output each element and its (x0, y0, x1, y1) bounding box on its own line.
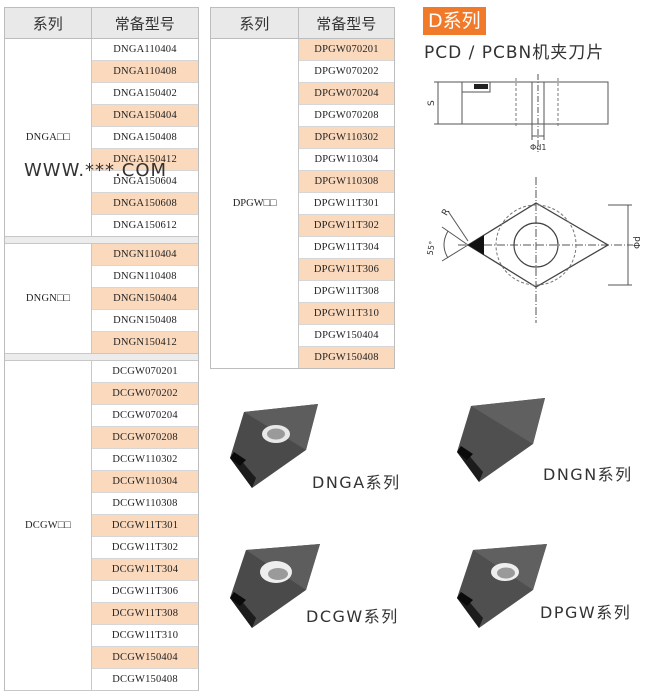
header-model: 常备型号 (316, 14, 377, 33)
insert-label-dpgw: DPGW系列 (540, 603, 632, 622)
model-cell: DNGA150612 (113, 220, 177, 231)
model-cell: DPGW11T301 (299, 193, 394, 215)
model-cell: DCGW150408 (112, 674, 178, 685)
model-cell: DCGW11T302 (92, 537, 198, 559)
header-model: 常备型号 (114, 14, 175, 33)
label-d1: Φd1 (530, 143, 546, 152)
label-angle: 55° (426, 240, 437, 256)
model-cell: DCGW11T306 (92, 581, 198, 603)
group-name: DNGA□□ (5, 39, 92, 236)
insert-dngn-image (457, 398, 545, 482)
subtitle: PCD / PCBN机夹刀片 (424, 43, 605, 63)
model-cell: DPGW11T310 (299, 303, 394, 325)
label-s: S (427, 100, 437, 106)
insert-dpgw-image (457, 544, 547, 628)
insert-dcgw-image (230, 544, 320, 628)
watermark: WWW.***.COM (24, 160, 168, 181)
group-name: DNGN□□ (5, 244, 92, 353)
header-series: 系列 (211, 8, 299, 38)
model-cell: DPGW11T308 (299, 281, 394, 303)
model-cell: DPGW150404 (299, 325, 394, 347)
model-cell: DNGA110408 (92, 61, 198, 83)
model-cell: DNGN110408 (92, 266, 198, 288)
model-cell: DCGW11T310 (92, 625, 198, 647)
model-cell: DCGW070208 (92, 427, 198, 449)
model-cell: DCGW070202 (92, 383, 198, 405)
insert-label-dnga: DNGA系列 (312, 473, 401, 492)
header-series: 系列 (5, 8, 92, 38)
model-cell: DNGN150412 (92, 332, 198, 353)
model-cell: DNGN150404 (92, 288, 198, 310)
label-d: Φd (633, 236, 643, 249)
model-cell: DCGW11T301 (92, 515, 198, 537)
model-cell: DCGW110308 (92, 493, 198, 515)
model-cell: DNGA110404 (92, 39, 198, 61)
model-cell: DPGW11T306 (299, 259, 394, 281)
model-cell: DNGA150604 (92, 171, 198, 193)
left-table-header: 系列 常备型号 (5, 7, 198, 39)
model-cell: DCGW11T304 (92, 559, 198, 581)
model-cell: DNGA150408 (92, 127, 198, 149)
model-cell: DPGW11T302 (299, 215, 394, 237)
series-badge: D系列 (423, 7, 486, 35)
model-cell: DNGA150404 (92, 105, 198, 127)
group-separator (5, 354, 198, 361)
model-cell: DCGW070201 (92, 361, 198, 383)
model-cell: DNGN150408 (92, 310, 198, 332)
model-cell: DPGW070201 (299, 39, 394, 61)
side-view-drawing: S Φd1 (427, 74, 609, 152)
model-cell: DPGW070204 (299, 83, 394, 105)
group-separator (5, 237, 198, 244)
group-name: DPGW□□ (211, 39, 299, 368)
insert-dnga-image (230, 404, 318, 488)
model-cell: DNGA150402 (92, 83, 198, 105)
insert-label-dngn: DNGN系列 (543, 465, 633, 484)
top-view-drawing: Φd 55° R (426, 177, 643, 323)
model-cell: DPGW110308 (299, 171, 394, 193)
model-cell: DPGW110304 (299, 149, 394, 171)
model-cell: DNGA150608 (92, 193, 198, 215)
model-cell: DCGW110304 (92, 471, 198, 493)
model-cell: DPGW070208 (299, 105, 394, 127)
middle-table-header: 系列 常备型号 (211, 7, 394, 39)
model-cell: DCGW070204 (92, 405, 198, 427)
label-r: R (440, 207, 452, 217)
model-cell: DPGW070202 (299, 61, 394, 83)
model-cell: DPGW110302 (299, 127, 394, 149)
model-cell: DNGN110404 (92, 244, 198, 266)
insert-label-dcgw: DCGW系列 (306, 607, 399, 626)
model-cell: DCGW11T308 (92, 603, 198, 625)
model-cell: DCGW150404 (92, 647, 198, 669)
group-name: DCGW□□ (5, 361, 92, 690)
model-cell: DCGW110302 (92, 449, 198, 471)
model-cell: DPGW11T304 (299, 237, 394, 259)
model-cell: DPGW150408 (299, 347, 394, 368)
model-cell: DNGA150412 (92, 149, 198, 171)
